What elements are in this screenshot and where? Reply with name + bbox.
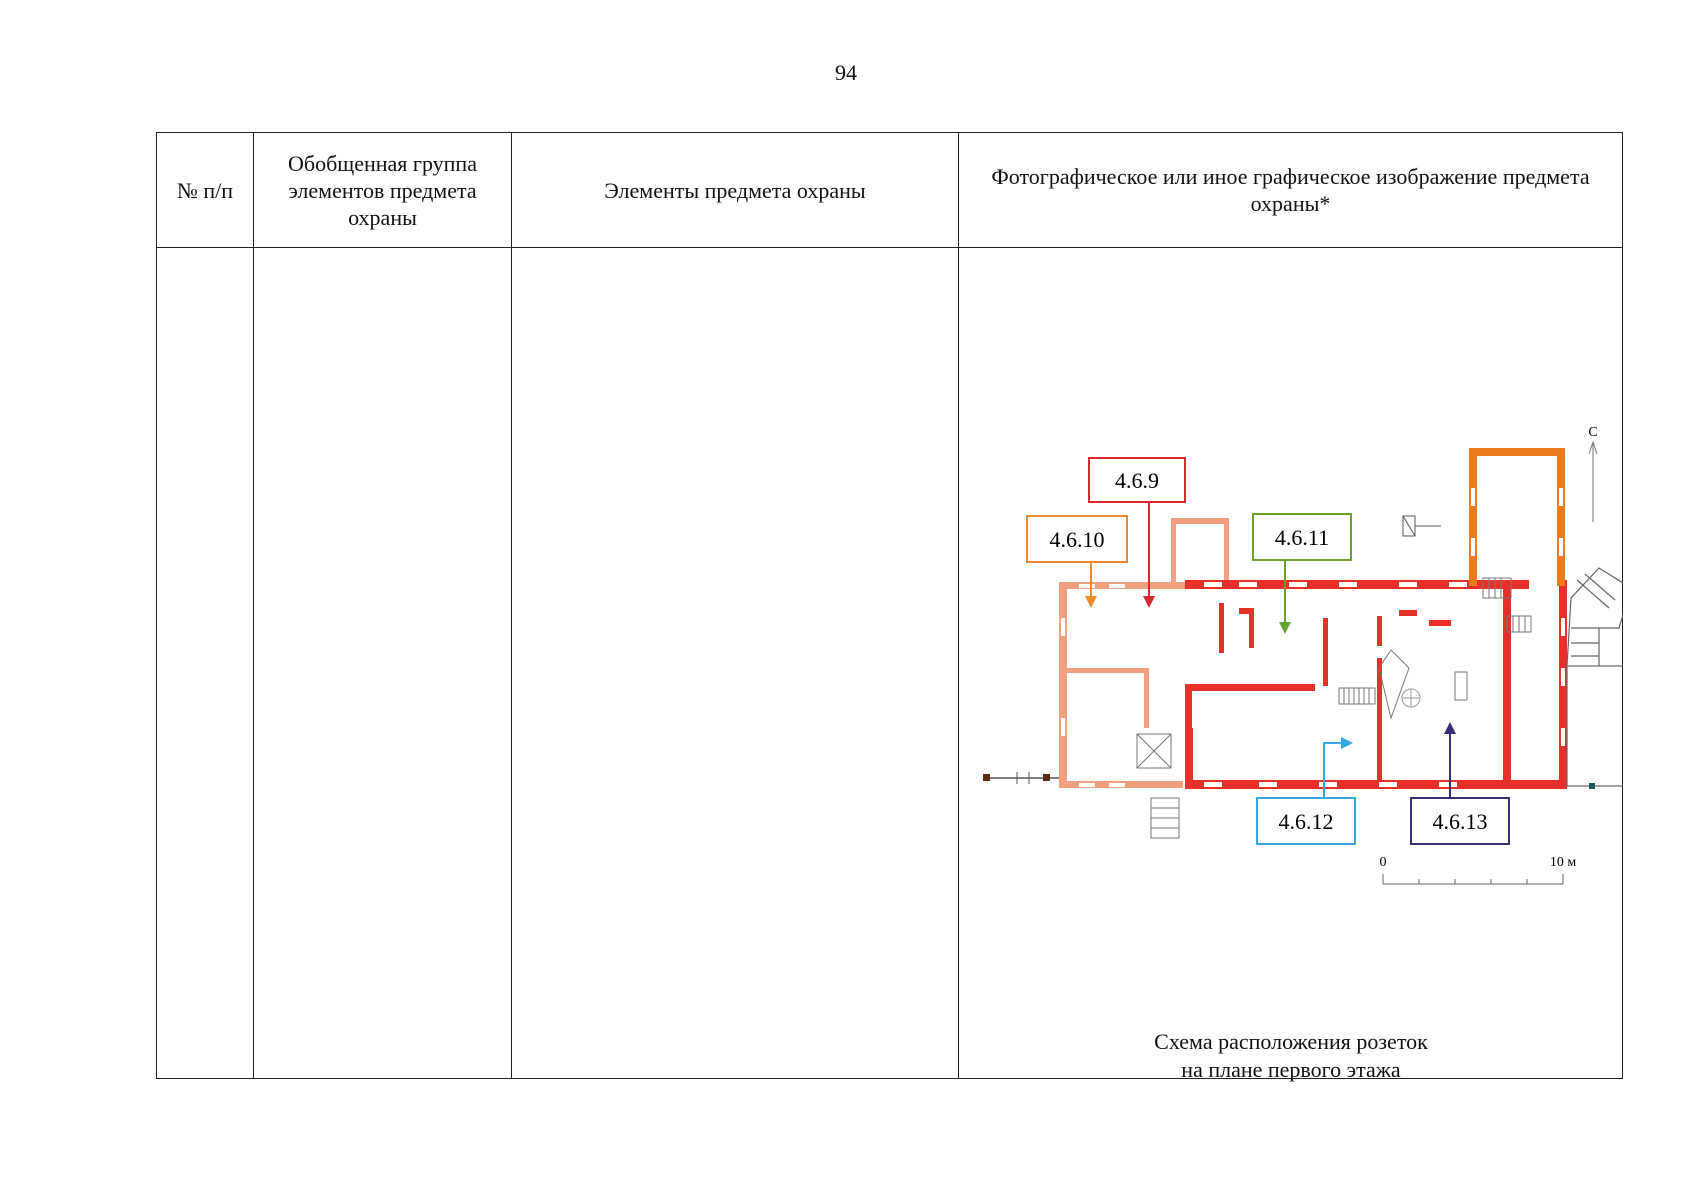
callout-4-6-11-label: 4.6.11: [1275, 525, 1329, 550]
tower-fixture: [1402, 515, 1441, 537]
callout-4-6-10-arrowhead: [1085, 596, 1097, 608]
caption-line-2: на плане первого этажа: [1181, 1057, 1401, 1082]
header-elements: Элементы предмета охраны: [511, 132, 959, 248]
annex-columns: [1589, 783, 1595, 789]
north-arrowhead: [1588, 440, 1598, 455]
window-marks: [1061, 488, 1565, 787]
callout-4-6-10-box: [1026, 515, 1128, 563]
table-header-row: № п/п Обобщенная группа элементов предме…: [156, 132, 1623, 248]
callout-4-6-12-label: 4.6.12: [1279, 809, 1334, 834]
callout-4-6-11-arrowhead: [1279, 622, 1291, 634]
header-number: № п/п: [156, 132, 254, 248]
header-image: Фотографическое или иное графическое изо…: [958, 132, 1623, 248]
fan-icon: [1401, 688, 1421, 708]
tower-walls: [1469, 448, 1565, 586]
protection-table: № п/п Обобщенная группа элементов предме…: [156, 132, 1623, 1082]
scale-start-label: 0: [1380, 855, 1387, 870]
cell-elements: [511, 247, 959, 1079]
stairs: [1136, 577, 1532, 839]
header-group: Обобщенная группа элементов предмета охр…: [253, 132, 512, 248]
cell-image: 4.6.9 4.6.10 4.6.11 4.6.12: [958, 247, 1623, 1082]
callout-4-6-13-label: 4.6.13: [1433, 809, 1488, 834]
callout-4-6-12-box: [1256, 797, 1356, 845]
callout-4-6-13-box: [1410, 797, 1510, 845]
callout-4-6-13-arrowhead: [1444, 722, 1456, 734]
cell-group: [253, 247, 512, 1079]
callout-4-6-9-label: 4.6.9: [1115, 468, 1159, 493]
page-number: 94: [835, 60, 857, 85]
plan-caption: Схема расположения розеток на плане перв…: [959, 1028, 1623, 1084]
annex: [1566, 567, 1623, 787]
callout-4-6-11-box: [1252, 513, 1352, 561]
callout-4-6-9-box: [1088, 457, 1186, 503]
table-row: 4.6.9 4.6.10 4.6.11 4.6.12: [156, 247, 1623, 1082]
left-porch: [983, 772, 1059, 784]
callout-4-6-9-arrowhead: [1143, 596, 1155, 608]
floor-plan-diagram: 4.6.9 4.6.10 4.6.11 4.6.12: [983, 425, 1623, 885]
callout-4-6-10-label: 4.6.10: [1050, 527, 1105, 552]
caption-line-1: Схема расположения розеток: [1154, 1029, 1428, 1054]
cell-number: [156, 247, 254, 1079]
main-block-walls: [1185, 580, 1511, 789]
scale-end-label: 10 м: [1550, 855, 1577, 870]
callout-4-6-12-arrowhead: [1341, 737, 1353, 749]
callout-4-6-12-arrow: [1323, 742, 1343, 798]
north-label: С: [1588, 425, 1597, 440]
scale-bar: [1382, 874, 1564, 885]
